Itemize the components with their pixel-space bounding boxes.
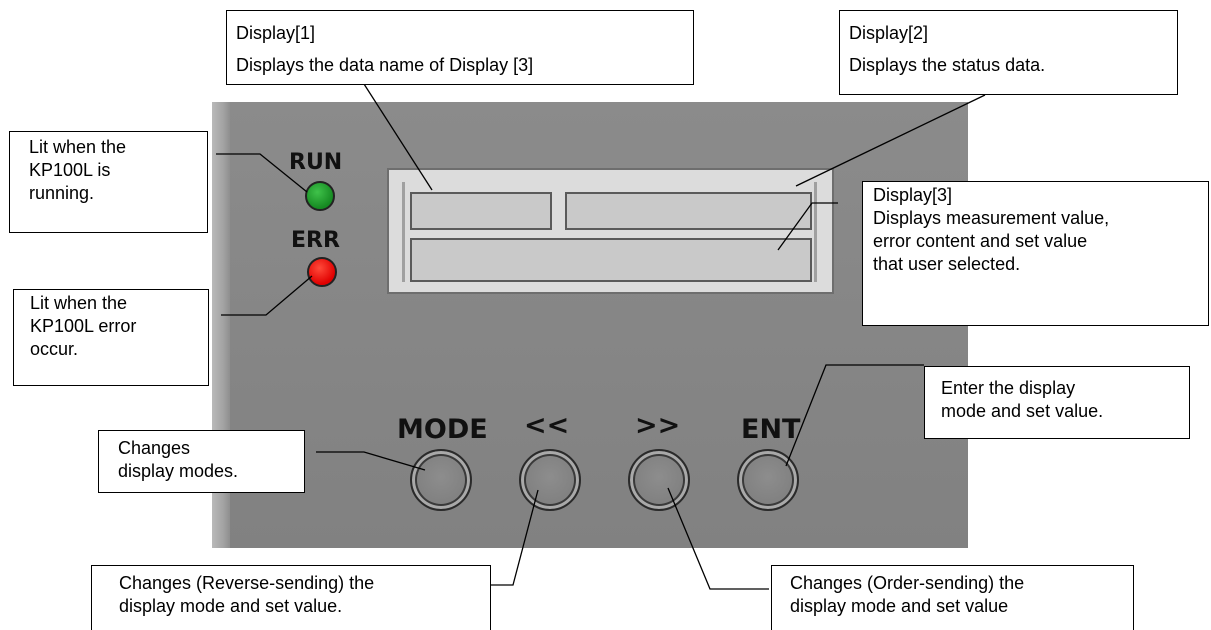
callout-run: Lit when the KP100L is running. (9, 131, 208, 233)
callout-mode: Changes display modes. (98, 430, 305, 493)
run-led-indicator (305, 181, 335, 211)
callout-order: Changes (Order-sending) the display mode… (771, 565, 1134, 630)
forward-button[interactable] (628, 449, 690, 511)
forward-button-label: >> (635, 410, 681, 441)
callout-reverse-line2: display mode and set value. (119, 596, 343, 616)
callout-display3: Display[3] Displays measurement value, e… (862, 181, 1209, 326)
leader-run (216, 153, 308, 193)
callout-display2: Display[2] Displays the status data. (839, 10, 1178, 95)
leader-display1 (363, 83, 433, 191)
leader-mode (316, 451, 426, 471)
callout-order-line2: display mode and set value (790, 596, 1009, 616)
leader-order (667, 487, 769, 590)
callout-display1-title: Display[1] (236, 23, 316, 43)
leader-display3 (777, 202, 838, 251)
err-led-indicator (307, 257, 337, 287)
leader-reverse (491, 489, 539, 586)
callout-display3-title: Display[3] (873, 185, 953, 205)
callout-err-line1: Lit when the (30, 293, 128, 313)
callout-run-line2: KP100L is (29, 160, 111, 180)
callout-mode-line1: Changes (118, 438, 191, 458)
callout-ent-line1: Enter the display (941, 378, 1076, 398)
leader-err (221, 275, 313, 316)
leader-display2 (795, 94, 986, 187)
callout-display2-text: Displays the status data. (849, 55, 1046, 75)
mode-button-label: MODE (397, 414, 488, 445)
callout-err: Lit when the KP100L error occur. (13, 289, 209, 386)
callout-display1-text: Displays the data name of Display [3] (236, 55, 534, 75)
reverse-button[interactable] (519, 449, 581, 511)
callout-reverse: Changes (Reverse-sending) the display mo… (91, 565, 491, 630)
display-2-segment (565, 192, 812, 230)
lcd-rim-right (814, 182, 817, 282)
callout-display3-line3: that user selected. (873, 254, 1021, 274)
display-1-segment (410, 192, 552, 230)
leader-ent (785, 364, 924, 467)
display-3-segment (410, 238, 812, 282)
callout-order-line1: Changes (Order-sending) the (790, 573, 1025, 593)
callout-run-line1: Lit when the (29, 137, 127, 157)
lcd-display (387, 168, 834, 294)
callout-display1: Display[1] Displays the data name of Dis… (226, 10, 694, 85)
err-led-label: ERR (291, 228, 340, 253)
callout-reverse-line1: Changes (Reverse-sending) the (119, 573, 375, 593)
callout-display3-line2: error content and set value (873, 231, 1088, 251)
mode-button[interactable] (410, 449, 472, 511)
run-led-label: RUN (289, 150, 343, 175)
ent-button-label: ENT (741, 414, 801, 445)
callout-mode-line2: display modes. (118, 461, 239, 481)
callout-ent: Enter the display mode and set value. (924, 366, 1190, 439)
callout-err-line3: occur. (30, 339, 79, 359)
callout-ent-line2: mode and set value. (941, 401, 1104, 421)
lcd-rim-left (402, 182, 405, 282)
callout-display3-line1: Displays measurement value, (873, 208, 1110, 228)
callout-err-line2: KP100L error (30, 316, 137, 336)
callout-run-line3: running. (29, 183, 95, 203)
callout-display2-title: Display[2] (849, 23, 929, 43)
reverse-button-label: << (524, 410, 570, 441)
